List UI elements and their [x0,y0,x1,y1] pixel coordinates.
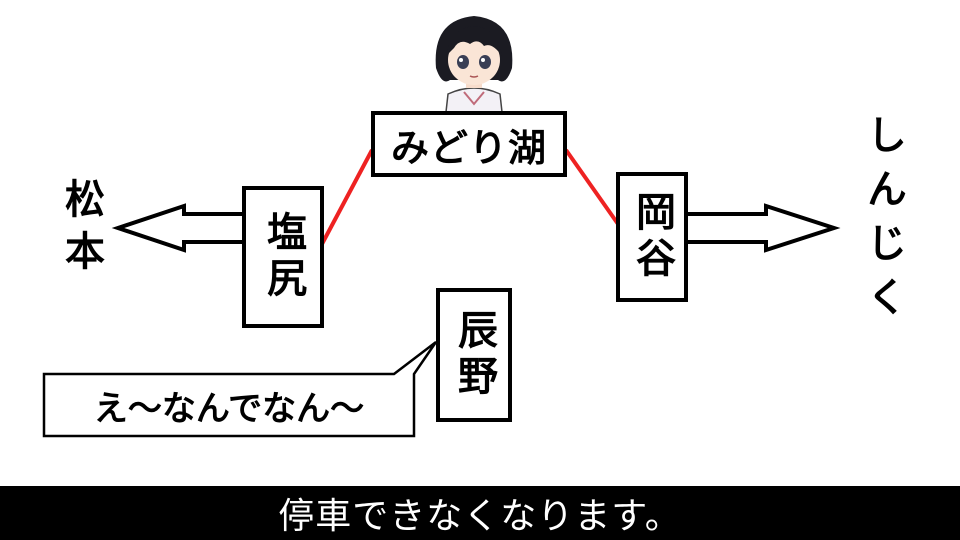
arrow-left-icon [111,203,247,253]
station-shiojiri: 塩尻 [242,186,324,328]
arrow-right-icon [684,203,841,253]
connector-shiojiri-midoriko [320,149,374,245]
connector-midoriko-okaya [564,148,620,226]
character-icon [435,16,513,112]
station-okaya-label: 岡谷 [629,191,675,283]
direction-left-label: 松本 [58,178,104,282]
speech-bubble-shape [42,341,438,438]
station-okaya: 岡谷 [616,172,688,302]
speech-bubble-text: え～なんでなん～ [93,388,365,429]
station-tatsuno-label: 辰野 [451,309,497,401]
subtitle-text: 停車できなくなります。 [278,496,682,537]
station-tatsuno: 辰野 [436,288,512,422]
station-midoriko: みどり湖 [371,111,567,177]
station-midoriko-label: みどり湖 [390,125,547,170]
direction-right-label: しんじく [860,114,906,330]
station-shiojiri-label: 塩尻 [260,211,306,303]
subtitle-bar: 停車できなくなります。 [0,486,960,540]
